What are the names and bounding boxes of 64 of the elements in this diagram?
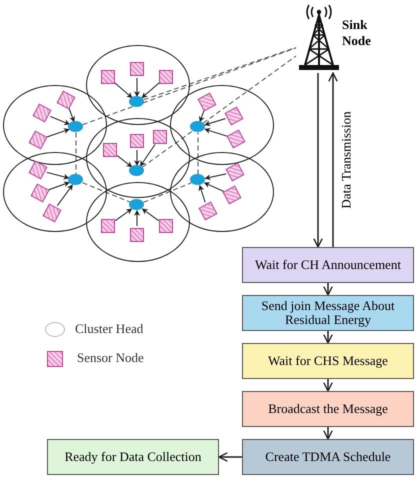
process-box: Create TDMA Schedule (242, 439, 414, 475)
arrow (114, 82, 133, 98)
arrow (134, 150, 140, 166)
sensor-node (130, 62, 144, 76)
legend-label: Cluster Head (75, 321, 144, 337)
arrow (313, 73, 323, 248)
dashed-link (82, 47, 296, 126)
arrow (323, 427, 333, 440)
arrow (204, 173, 227, 180)
arrow (46, 172, 70, 180)
arrow (134, 210, 140, 226)
sensor-node (130, 228, 144, 242)
arrow (198, 110, 205, 122)
arrow (114, 208, 132, 222)
process-box: Ready for Data Collection (47, 439, 219, 475)
process-box: Broadcast the Message (242, 391, 414, 427)
cluster-circle (86, 118, 190, 198)
node-label: Sink Node (342, 17, 372, 49)
sensor-node (100, 70, 115, 84)
arrow (46, 128, 70, 138)
arrow (323, 283, 333, 296)
arrow (328, 72, 338, 247)
arrow (116, 155, 132, 168)
cluster-circle (86, 182, 190, 262)
cluster-circle (86, 45, 190, 125)
arrow (68, 108, 75, 122)
arrow (204, 118, 226, 126)
cluster-circle (170, 152, 274, 232)
arrow (204, 182, 224, 192)
arrow (48, 181, 70, 190)
process-box: Wait for CHS Message (242, 343, 414, 379)
sensor-node (130, 134, 144, 148)
cluster-head-dot (68, 174, 84, 186)
dashed-link (143, 47, 296, 100)
cluster-head-dot (129, 199, 144, 210)
arrow (323, 379, 333, 392)
sensor-node (100, 218, 115, 233)
dashed-link (143, 182, 192, 203)
sensor-node (158, 70, 173, 84)
dashed-link (82, 182, 131, 203)
cluster-head-dot (129, 165, 144, 176)
arrow (141, 82, 160, 98)
cluster-head-dot (68, 121, 84, 132)
sensor-node (102, 142, 117, 157)
arrow (134, 78, 140, 98)
arrow (140, 144, 156, 167)
arrow (323, 331, 333, 344)
cluster-circle (170, 85, 274, 165)
process-box: Wait for CH Announcement (242, 247, 414, 283)
arrow (198, 184, 206, 203)
dashed-link (142, 130, 194, 168)
arrow (204, 128, 228, 137)
cluster-head-dot (129, 96, 144, 108)
process-box: Send join Message About Residual Energy (242, 295, 414, 331)
arrow (56, 184, 73, 206)
dashed-link (202, 56, 296, 124)
sensor-node (158, 218, 173, 233)
cluster-head-dot (190, 174, 206, 186)
arrow (142, 208, 160, 222)
arrow (50, 116, 70, 126)
sensor-node (152, 130, 167, 144)
cluster-head-dot (190, 121, 206, 132)
arrow (218, 452, 242, 462)
legend-label: Sensor Node (77, 350, 144, 366)
